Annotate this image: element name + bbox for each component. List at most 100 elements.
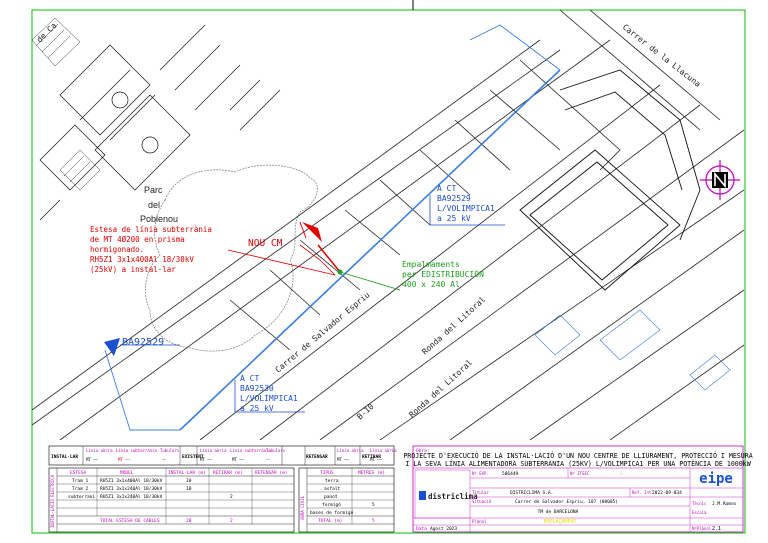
- svg-text:Situació: Situació: [472, 499, 492, 504]
- eipe-logo-icon: eipe: [699, 471, 733, 487]
- svg-text:(25kV) a instal·lar: (25kV) a instal·lar: [90, 265, 176, 274]
- park-label-3: Poblenou: [140, 214, 178, 224]
- svg-text:INSTAL·LAR (m): INSTAL·LAR (m): [168, 470, 206, 476]
- svg-text:Tram 2: Tram 2: [72, 486, 89, 492]
- legend-row-remove: RETIRAR: [362, 454, 381, 460]
- svg-text:400 x 240 Al: 400 x 240 Al: [402, 280, 460, 289]
- svg-text:bases de formigó: bases de formigó: [310, 509, 354, 516]
- svg-text:Data: Data: [416, 526, 427, 532]
- svg-text:formigó: formigó: [322, 501, 341, 508]
- obra-label: Obra:: [416, 448, 430, 454]
- splice-point-icon: [337, 269, 343, 275]
- ba-label: BA92529: [122, 337, 164, 348]
- street-label-ronda-2: Ronda del Litoral: [407, 358, 474, 420]
- svg-text:——: ——: [266, 457, 271, 462]
- ct-bottom-label: A CT BA92530 L/VOLIMPICA1 a 25 kV: [240, 374, 298, 413]
- svg-text:hormigonado.: hormigonado.: [90, 245, 144, 254]
- svg-text:METRES (m): METRES (m): [358, 470, 385, 476]
- brand-name: districlima: [428, 492, 478, 501]
- svg-text:RH5Z1 3x1x400Al 18/30kV: RH5Z1 3x1x400Al 18/30kV: [90, 255, 194, 264]
- svg-text:EMPLAÇAMENT: EMPLAÇAMENT: [543, 519, 576, 525]
- street-label-ronda-1: Ronda del Litoral: [420, 295, 487, 357]
- park-label-1: Parc: [144, 185, 163, 195]
- svg-text:MT ——: MT ——: [118, 457, 131, 462]
- svg-text:TM de BARCELONA: TM de BARCELONA: [538, 509, 579, 515]
- svg-text:L/VOLIMPICA1: L/VOLIMPICA1: [240, 394, 298, 403]
- svg-text:TOTAL ESTESA DE CABLES: TOTAL ESTESA DE CABLES: [100, 518, 160, 524]
- svg-text:A CT: A CT: [240, 374, 259, 383]
- svg-text:de MT 4Ø200 en prisma: de MT 4Ø200 en prisma: [90, 235, 185, 244]
- sheet-frame: [31, 9, 746, 534]
- new-cm-label: NOU CM: [248, 238, 283, 249]
- new-line-note: Estesa de línia subterrània de MT 4Ø200 …: [90, 225, 212, 274]
- title-block: Obra: PROJECTE D'EXECUCIÓ DE LA INSTAL·L…: [403, 445, 753, 533]
- street-label-llacuna: Carrer de la Llacuna: [621, 22, 703, 89]
- street-label-top-left: de Ca: [35, 21, 59, 45]
- svg-text:J.M.Ramos: J.M.Ramos: [712, 501, 737, 507]
- svg-text:ESTESA: ESTESA: [70, 470, 87, 476]
- svg-text:DISTRICLIMA S.A.: DISTRICLIMA S.A.: [510, 490, 553, 496]
- svg-text:TOTAL (m): TOTAL (m): [318, 518, 342, 524]
- svg-text:MT ——: MT ——: [370, 457, 383, 462]
- svg-text:MODEL: MODEL: [120, 470, 134, 476]
- civil-table-side: OBRA CIVIL: [300, 495, 305, 520]
- svg-text:Línia aèria: Línia aèria: [337, 448, 364, 453]
- park-area: [145, 164, 318, 352]
- splice-label: Empalmaments per EDISTRIBUCIÓN 400 x 240…: [402, 260, 484, 289]
- street-lines: [32, 10, 744, 440]
- svg-text:L/VOLIMPICA1: L/VOLIMPICA1: [437, 204, 495, 213]
- svg-text:MT ——: MT ——: [86, 457, 99, 462]
- project-title-2: I LA SEVA LÍNIA ALIMENTADORA SUBTERRÀNIA…: [405, 459, 750, 468]
- civil-works-table: OBRA CIVIL TIPUS METRES (m) terra asfalt…: [298, 467, 395, 533]
- svg-text:2022-09-034: 2022-09-034: [652, 490, 682, 496]
- svg-text:Titular: Titular: [472, 490, 489, 495]
- svg-text:Empalmaments: Empalmaments: [402, 260, 460, 269]
- svg-text:20: 20: [186, 518, 192, 524]
- svg-text:Escala: Escala: [692, 510, 707, 515]
- legend-row-retension: RETENSAR: [306, 454, 328, 460]
- north-arrow-icon: [700, 160, 740, 200]
- svg-text:Plànol: Plànol: [472, 519, 487, 524]
- districlima-logo-icon: [419, 491, 426, 500]
- site-blocks: [534, 309, 731, 391]
- building-block: [519, 69, 701, 291]
- cable-table: INSTAL·LACIÓ ELÈCTRICA ESTESA MODEL INST…: [48, 467, 295, 533]
- ct-top-label: A CT BA92529 L/VOLIMPICA1 a 25 kV: [437, 184, 495, 223]
- svg-text:RETIRAR (m): RETIRAR (m): [213, 470, 243, 476]
- svg-text:Tècnic: Tècnic: [692, 501, 707, 506]
- svg-text:5: 5: [372, 502, 375, 508]
- legend: INSTAL·LAR EXISTENT RETENSAR RETIRAR Lín…: [48, 445, 397, 466]
- svg-text:subterrani: subterrani: [68, 494, 95, 500]
- svg-text:panot: panot: [324, 494, 338, 500]
- svg-text:per EDISTRIBUCIÓN: per EDISTRIBUCIÓN: [402, 268, 484, 279]
- svg-text:2: 2: [230, 518, 233, 524]
- svg-text:2: 2: [230, 494, 233, 500]
- svg-text:Nº ITSEC: Nº ITSEC: [570, 471, 590, 476]
- svg-text:TIPUS: TIPUS: [320, 470, 334, 476]
- ba-flag-icon: [104, 338, 120, 356]
- sports-courts: [39, 24, 281, 221]
- svg-text:Línia subterrània: Línia subterrània: [116, 448, 158, 453]
- svg-text:RH5Z1 3x1x240Al 18/30kV: RH5Z1 3x1x240Al 18/30kV: [100, 494, 163, 500]
- svg-text:Tubulars: Tubulars: [160, 448, 180, 453]
- svg-text:10: 10: [186, 478, 192, 484]
- svg-text:Línia aèria: Línia aèria: [200, 448, 227, 453]
- svg-text:MT ——: MT ——: [200, 457, 213, 462]
- svg-text:10: 10: [186, 486, 192, 492]
- svg-text:RH5Z1 3x1x240Al 18/30kV: RH5Z1 3x1x240Al 18/30kV: [100, 486, 163, 492]
- svg-text:BA92529: BA92529: [437, 194, 471, 203]
- svg-text:BA92530: BA92530: [240, 384, 274, 393]
- svg-text:Línia aèria: Línia aèria: [86, 448, 113, 453]
- svg-text:terra: terra: [325, 478, 339, 484]
- project-title-1: PROJECTE D'EXECUCIÓ DE LA INSTAL·LACIÓ D…: [403, 451, 752, 460]
- svg-text:2.1: 2.1: [712, 526, 721, 532]
- svg-text:Nº EXP.: Nº EXP.: [472, 471, 489, 476]
- street-label-b10: B-10: [355, 402, 375, 422]
- svg-text:506449: 506449: [502, 471, 519, 477]
- svg-text:Estesa de línia subterrània: Estesa de línia subterrània: [90, 225, 212, 234]
- svg-text:Línia aèria: Línia aèria: [370, 448, 397, 453]
- new-cm-flag-icon: [302, 222, 322, 242]
- base-map: [32, 10, 744, 440]
- svg-text:Carrer de Salvador Espriu, 107: Carrer de Salvador Espriu, 107 (08005): [515, 499, 618, 505]
